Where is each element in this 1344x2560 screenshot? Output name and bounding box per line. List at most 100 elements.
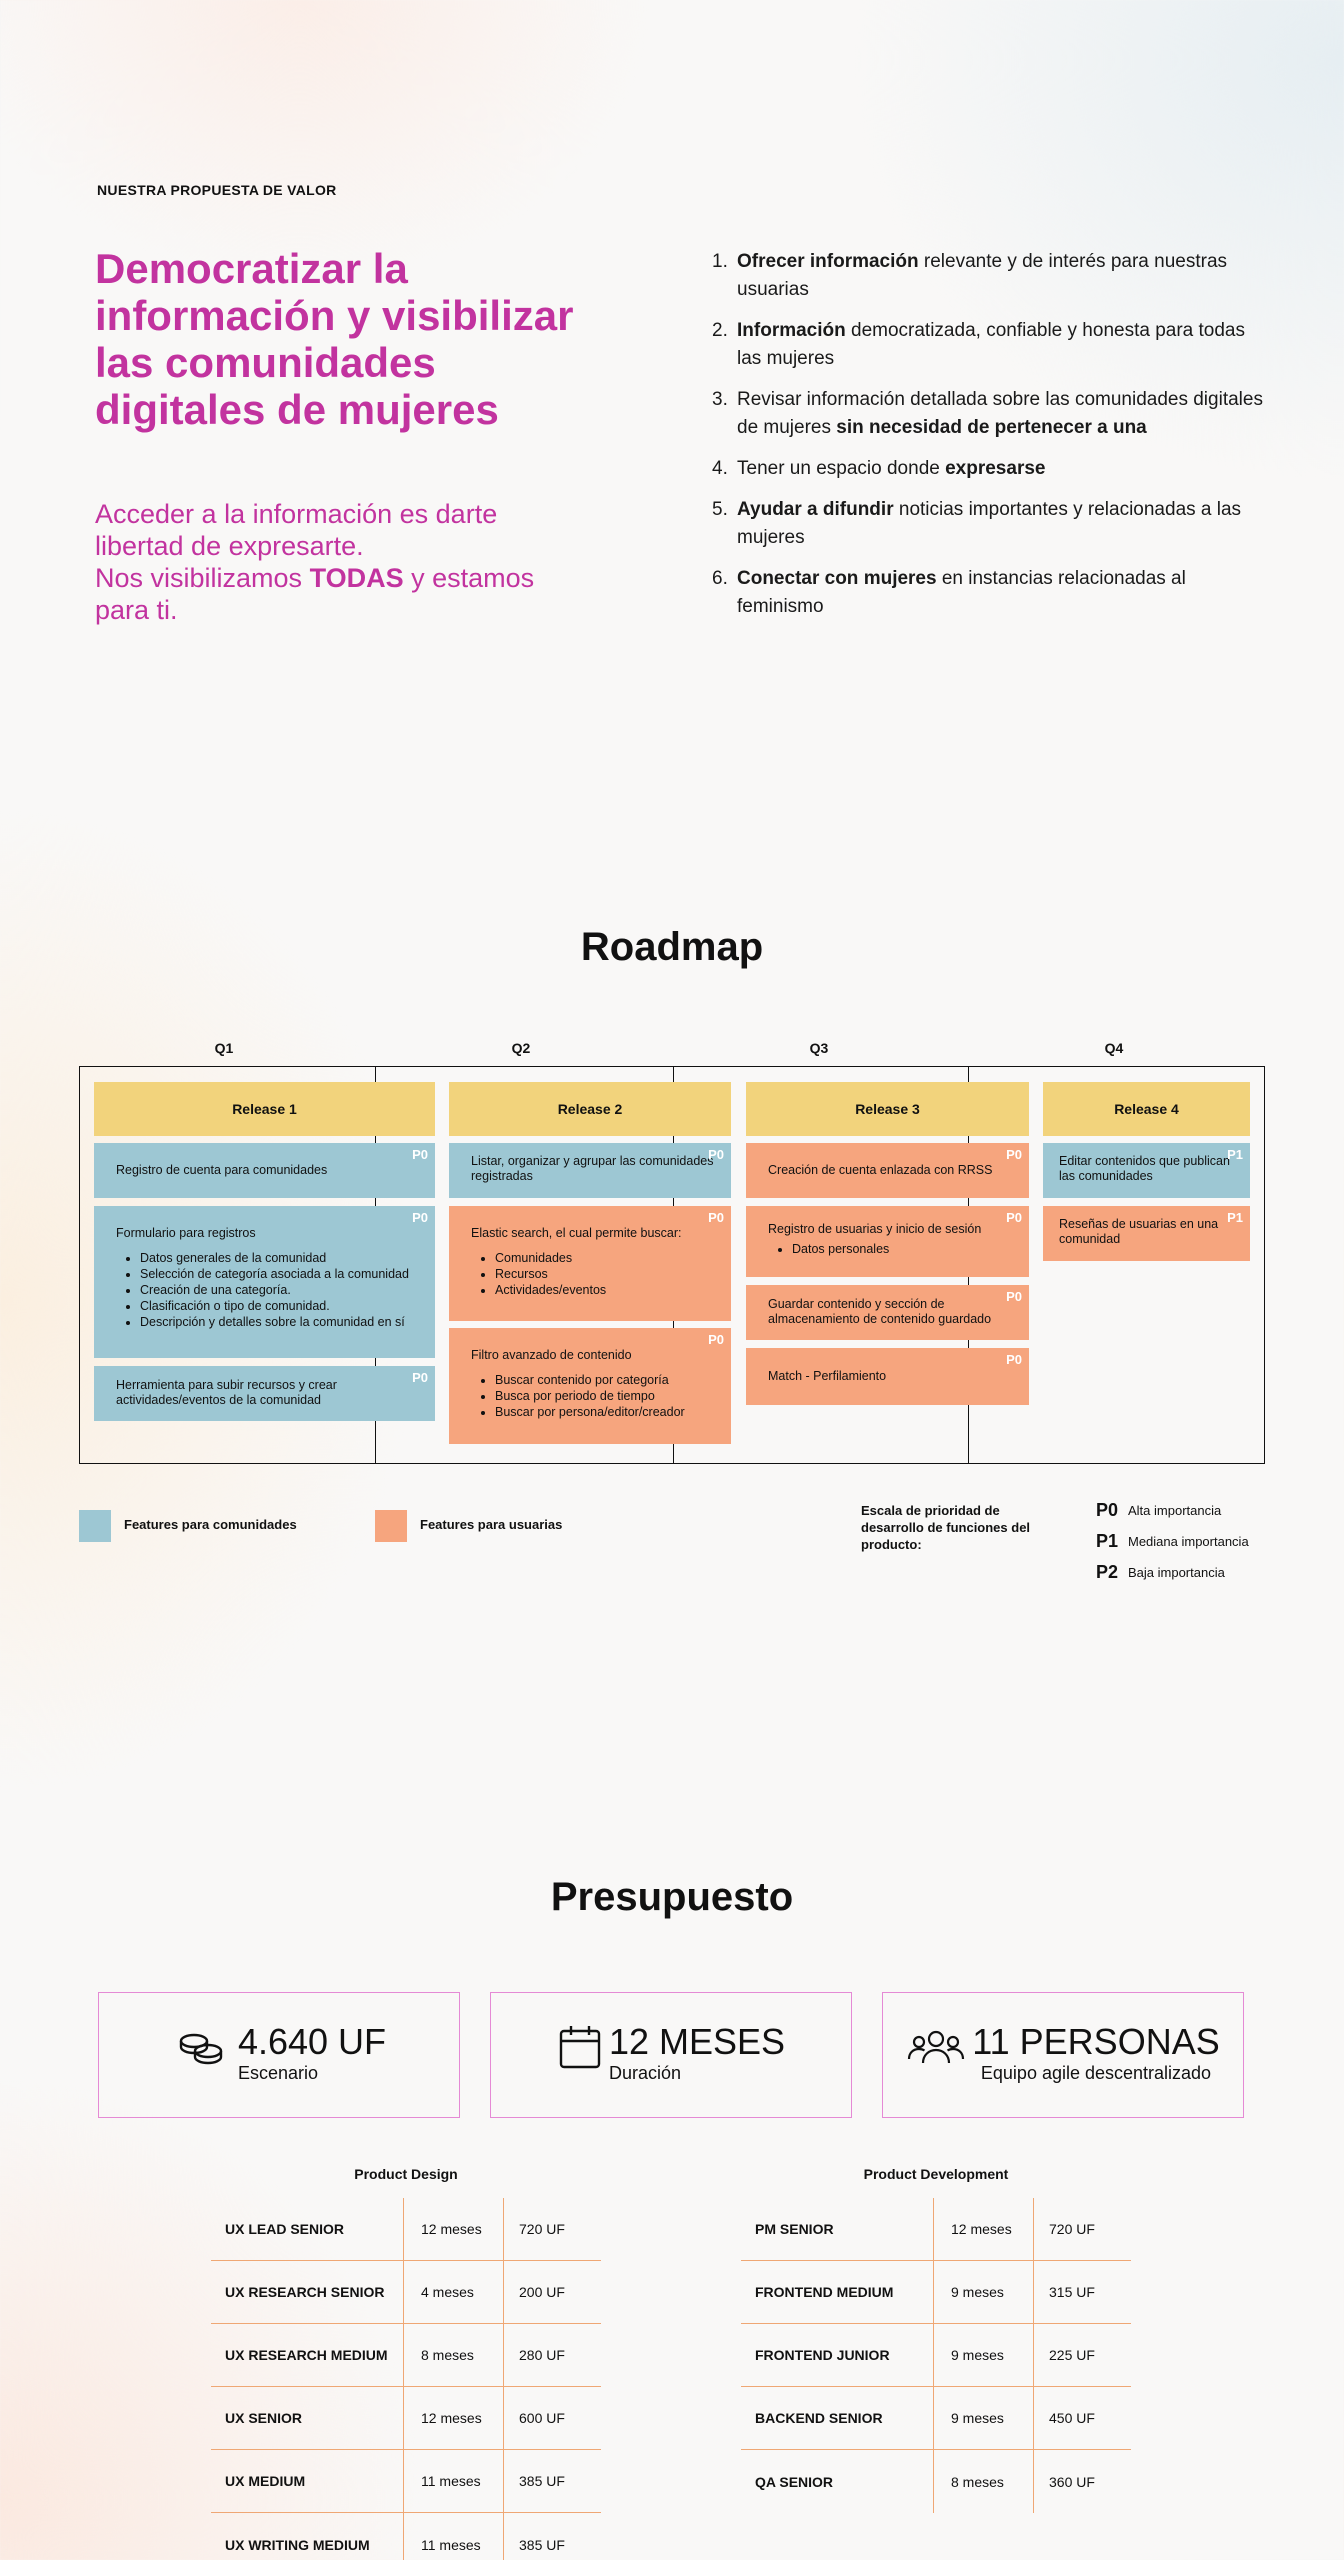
column-divider	[1033, 2198, 1034, 2513]
budget-label: Escenario	[237, 2063, 318, 2083]
priority-badge: P0	[412, 1147, 428, 1162]
budget-label: Equipo agile descentralizado	[980, 2063, 1212, 2083]
roadmap-title: Roadmap	[580, 925, 764, 969]
list-item: Recursos	[495, 1266, 717, 1282]
priority-badge: P0	[1006, 1147, 1022, 1162]
priority-badge: P0	[1006, 1289, 1022, 1304]
priority-badge: P0	[412, 1210, 428, 1225]
budget-value: 12 MESES	[608, 2021, 786, 2062]
release-1-header: Release 1	[94, 1082, 435, 1136]
feature-card: P0 Creación de cuenta enlazada con RRSS	[746, 1143, 1029, 1198]
development-table-title: Product Development	[863, 2166, 1009, 2182]
list-item: Actividades/eventos	[495, 1282, 717, 1298]
column-divider	[933, 2198, 934, 2513]
feature-card: P0 Match - Perfilamiento	[746, 1348, 1029, 1405]
release-3-header: Release 3	[746, 1082, 1029, 1136]
budget-value: 4.640 UF	[237, 2021, 387, 2062]
budget-title: Presupuesto	[550, 1875, 794, 1919]
hero-subtitle-line2-pre: Nos visibilizamos	[95, 563, 310, 593]
budget-card-scenario: 4.640 UF Escenario	[98, 1992, 460, 2118]
legend-swatch-communities	[79, 1510, 111, 1542]
list-item: Comunidades	[495, 1250, 717, 1266]
priority-badge: P0	[708, 1210, 724, 1225]
feature-card: P0 Elastic search, el cual permite busca…	[449, 1206, 731, 1321]
priority-badge: P1	[1227, 1210, 1243, 1225]
hero-subtitle: Acceder a la información es darte libert…	[95, 498, 565, 626]
budget-card-team: 11 PERSONAS Equipo agile descentralizado	[882, 1992, 1244, 2118]
priority-badge: P0	[1006, 1210, 1022, 1225]
hero-subtitle-line2-bold: TODAS	[309, 563, 404, 593]
list-item: Buscar por persona/editor/creador	[495, 1404, 717, 1420]
quarter-label: Q2	[511, 1040, 531, 1056]
design-table-title: Product Design	[354, 2166, 458, 2182]
feature-card: P0 Filtro avanzado de contenido Buscar c…	[449, 1328, 731, 1444]
feature-card: P1 Editar contenidos que publican las co…	[1043, 1143, 1250, 1198]
list-item: Clasificación o tipo de comunidad.	[140, 1298, 421, 1314]
release-4-header: Release 4	[1043, 1082, 1250, 1136]
quarter-label: Q4	[1104, 1040, 1124, 1056]
column-divider	[503, 2198, 504, 2560]
team-icon	[908, 2030, 965, 2064]
feature-card: P0 Registro de usuarias y inicio de sesi…	[746, 1206, 1029, 1277]
column-divider	[403, 2198, 404, 2560]
priority-scale-title: Escala de prioridad de desarrollo de fun…	[861, 1503, 1031, 1552]
list-item: Datos personales	[792, 1241, 1015, 1257]
legend-label-users: Features para usuarias	[420, 1517, 563, 1532]
hero-title: Democratizar la información y visibiliza…	[95, 245, 574, 433]
list-item: Descripción y detalles sobre la comunida…	[140, 1314, 421, 1330]
hero-subtitle-line1: Acceder a la información es darte libert…	[95, 499, 498, 561]
legend-label-communities: Features para comunidades	[124, 1517, 297, 1532]
budget-value: 11 PERSONAS	[972, 2021, 1220, 2062]
calendar-icon	[559, 2026, 601, 2069]
section-eyebrow: NUESTRA PROPUESTA DE VALOR	[97, 182, 337, 198]
feature-card: P0 Guardar contenido y sección de almace…	[746, 1285, 1029, 1340]
priority-badge: P0	[708, 1147, 724, 1162]
release-2-header: Release 2	[449, 1082, 731, 1136]
priority-badge: P0	[412, 1370, 428, 1385]
priority-badge: P0	[708, 1332, 724, 1347]
priority-badge: P0	[1006, 1352, 1022, 1367]
feature-card: P0 Formulario para registros Datos gener…	[94, 1206, 435, 1358]
list-item: Datos generales de la comunidad	[140, 1250, 421, 1266]
feature-card: P0 Herramienta para subir recursos y cre…	[94, 1366, 435, 1421]
list-item: Creación de una categoría.	[140, 1282, 421, 1298]
list-item: 1.Ofrecer información relevante y de int…	[712, 251, 1228, 300]
priority-scale-row: P2 Baja importancia	[1096, 1562, 1225, 1582]
hero-subtitle-line2-post: y estamos para ti.	[95, 563, 535, 625]
coins-icon	[179, 2033, 223, 2065]
budget-card-duration: 12 MESES Duración	[490, 1992, 852, 2118]
list-item: 6.Conectar con mujeres en instancias rel…	[712, 568, 1186, 617]
list-item: 5.Ayudar a difundir noticias importantes…	[712, 499, 1242, 548]
list-item: 2.Información democratizada, confiable y…	[712, 320, 1245, 369]
feature-card: P0 Listar, organizar y agrupar las comun…	[449, 1143, 731, 1198]
quarter-label: Q1	[214, 1040, 234, 1056]
budget-label: Duración	[608, 2063, 681, 2083]
feature-card: P0 Registro de cuenta para comunidades	[94, 1143, 435, 1198]
priority-scale-row: P1 Mediana importancia	[1096, 1531, 1249, 1551]
feature-card: P1 Reseñas de usuarias en una comunidad	[1043, 1206, 1250, 1261]
roadmap-frame	[79, 1066, 1265, 1464]
quarter-label: Q3	[809, 1040, 829, 1056]
priority-scale-row: P0 Alta importancia	[1096, 1500, 1222, 1520]
list-item: Busca por periodo de tiempo	[495, 1388, 717, 1404]
legend-swatch-users	[375, 1510, 407, 1542]
priority-badge: P1	[1227, 1147, 1243, 1162]
value-proposition-list: 1.Ofrecer información relevante y de int…	[712, 248, 1272, 634]
list-item: Selección de categoría asociada a la com…	[140, 1266, 421, 1282]
list-item: 4.Tener un espacio donde expresarse	[712, 458, 1046, 479]
list-item: 3.Revisar información detallada sobre la…	[712, 389, 1263, 438]
list-item: Buscar contenido por categoría	[495, 1372, 717, 1388]
